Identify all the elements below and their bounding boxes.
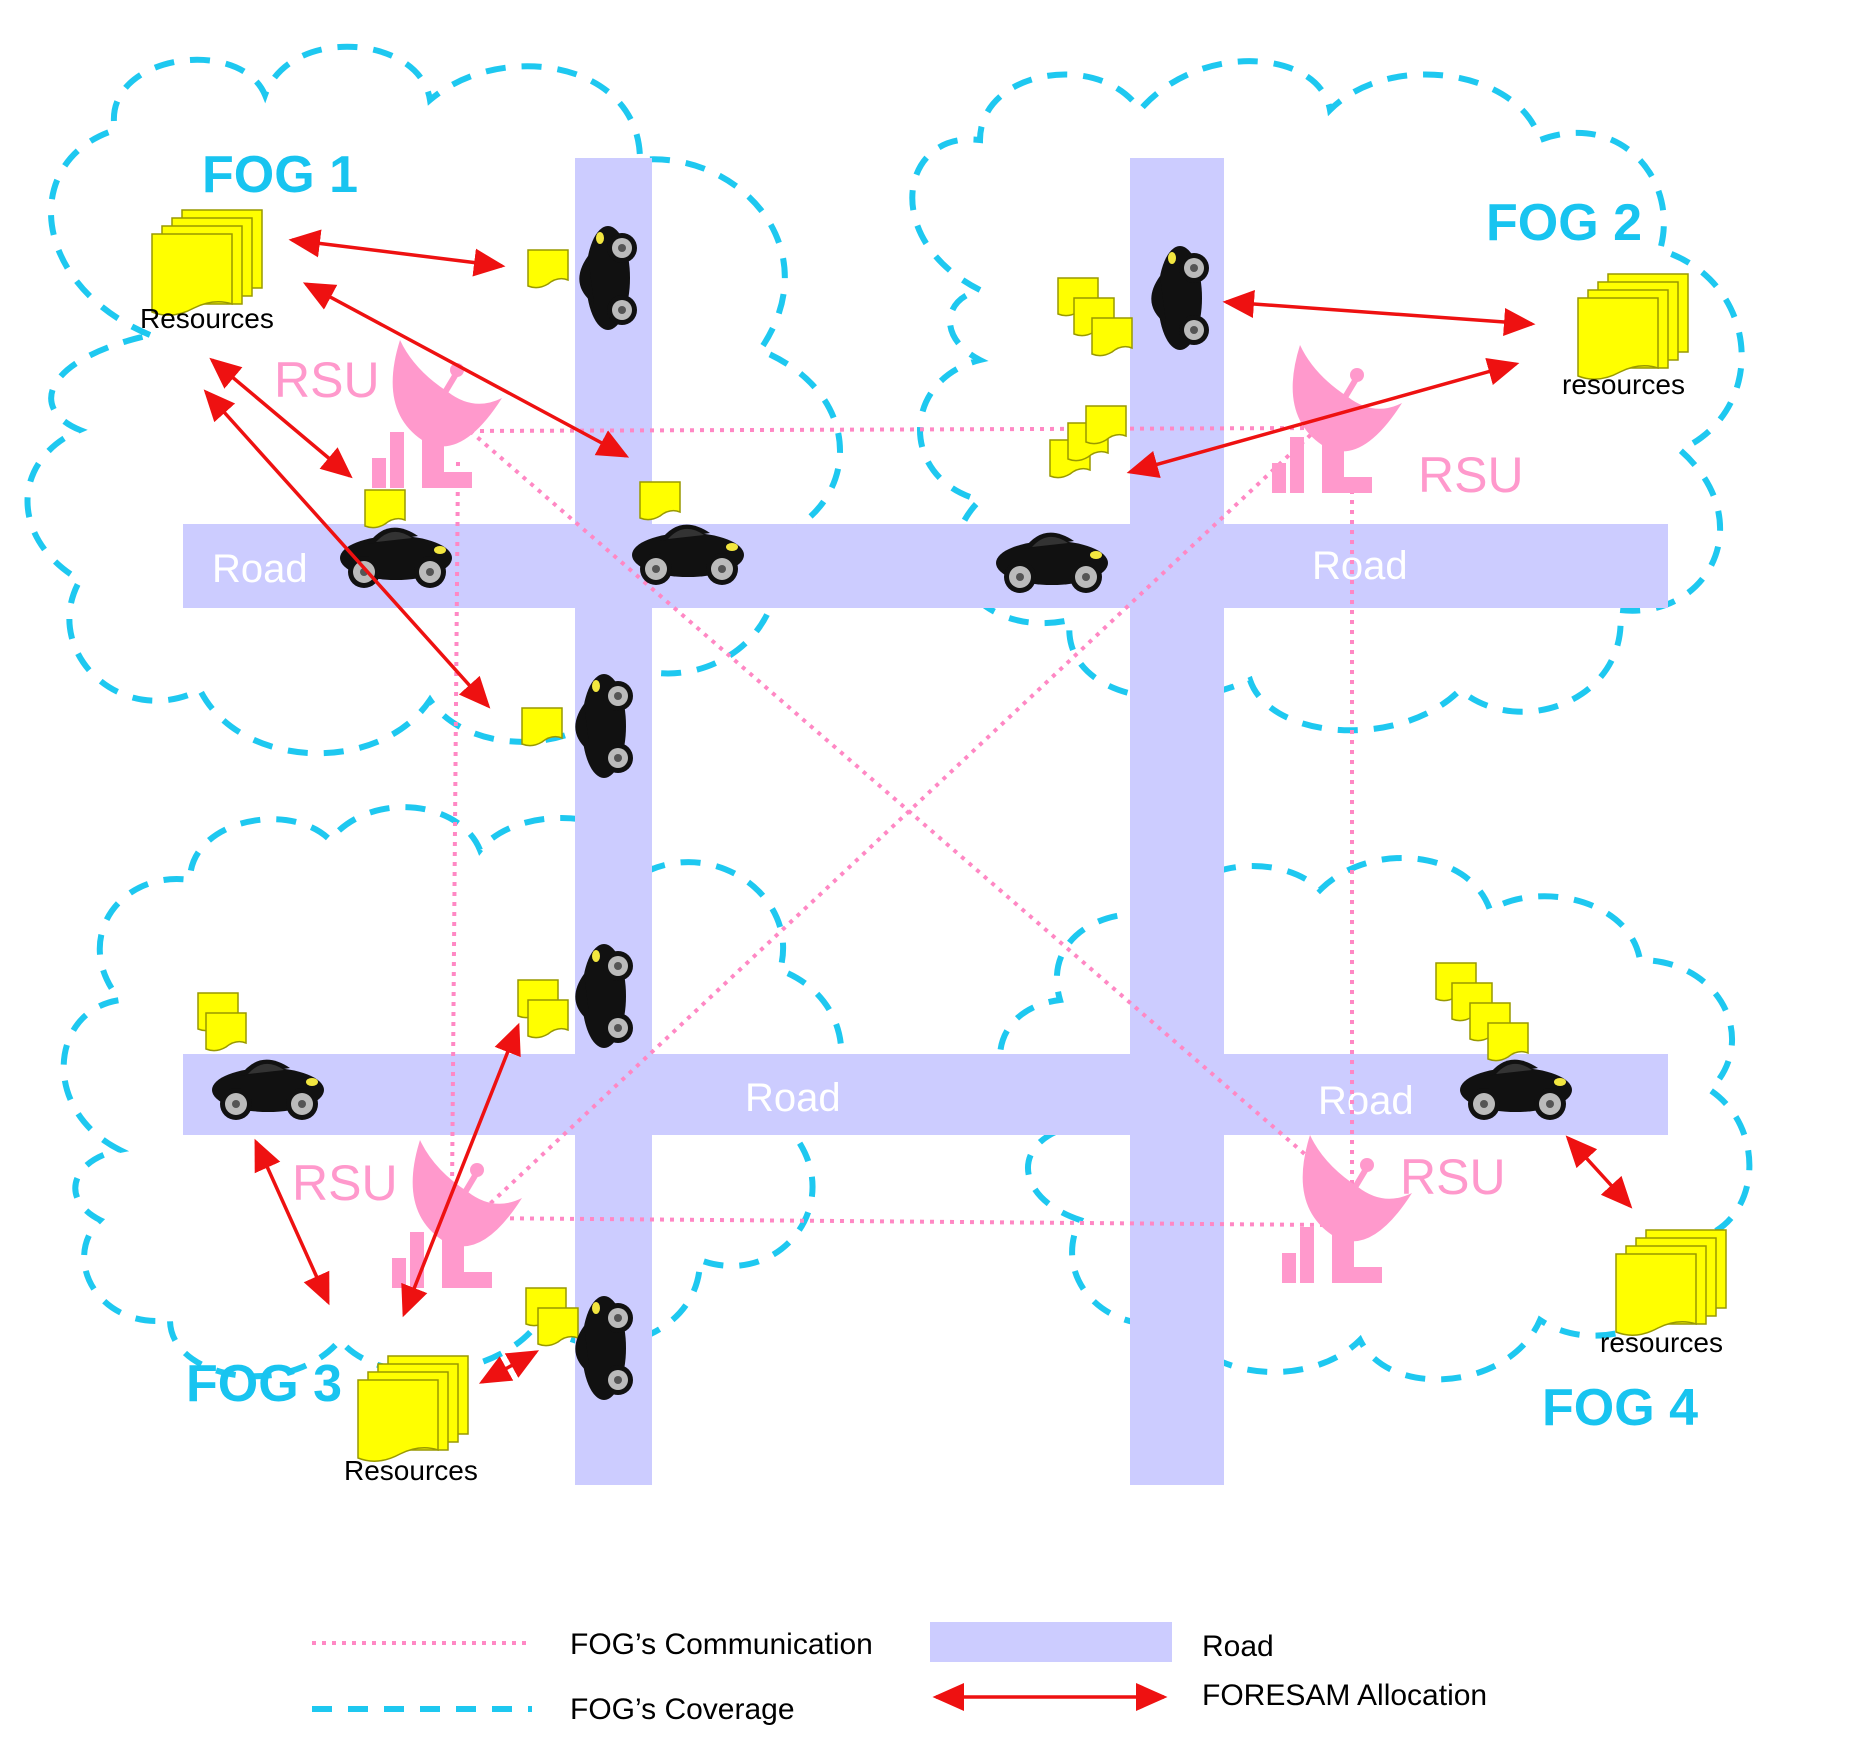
fog-3-resources	[357, 1355, 469, 1462]
fog-4-resources-label: resources	[1600, 1327, 1723, 1358]
road-label: Road	[1318, 1079, 1414, 1123]
legend-road-swatch	[930, 1622, 1172, 1662]
road-label: Road	[1312, 544, 1408, 588]
fog-1-resources-label: Resources	[140, 303, 274, 334]
road-label: Road	[212, 547, 308, 591]
rsu-label: RSU	[1400, 1149, 1506, 1205]
fog-1-coverage-cloud	[24, 43, 843, 757]
fog-2-label: FOG 2	[1486, 194, 1642, 252]
fog-1-label: FOG 1	[202, 146, 358, 204]
road-labels: Road Road Road Road	[212, 544, 1414, 1123]
legend: FOG’s Communication FOG’s Coverage Road …	[312, 1622, 1487, 1726]
fog-3-resources-label: Resources	[344, 1455, 478, 1486]
rsu-label: RSU	[292, 1155, 398, 1211]
fog-3-label: FOG 3	[186, 1355, 342, 1413]
fog-2-resources	[1577, 273, 1689, 380]
rsu-label: RSU	[274, 352, 380, 408]
fog-4-label: FOG 4	[1542, 1379, 1698, 1437]
road-horizontal-bottom	[183, 1054, 1668, 1135]
legend-road-label: Road	[1202, 1630, 1274, 1663]
foresam-allocation-arrows	[203, 229, 1633, 1384]
legend-communication-label: FOG’s Communication	[570, 1628, 873, 1661]
fog-2-resources-label: resources	[1562, 369, 1685, 400]
rsu-units	[372, 340, 1412, 1288]
road-vertical-left	[575, 158, 652, 1485]
fog-labels: FOG 1 FOG 2 FOG 3 FOG 4	[186, 146, 1698, 1437]
road-vertical-right	[1130, 158, 1224, 1485]
fog-4-resources	[1615, 1229, 1727, 1336]
road-corner-curves	[652, 608, 1130, 1054]
resource-labels: Resources resources Resources resources	[140, 303, 1723, 1486]
rsu-labels: RSU RSU RSU RSU	[274, 352, 1524, 1211]
legend-coverage-label: FOG’s Coverage	[570, 1693, 795, 1726]
road-label: Road	[745, 1076, 841, 1120]
fog-3-coverage-cloud	[60, 804, 845, 1380]
legend-allocation-label: FORESAM Allocation	[1202, 1679, 1487, 1712]
rsu-label: RSU	[1418, 447, 1524, 503]
fog-1-resources	[151, 209, 263, 316]
